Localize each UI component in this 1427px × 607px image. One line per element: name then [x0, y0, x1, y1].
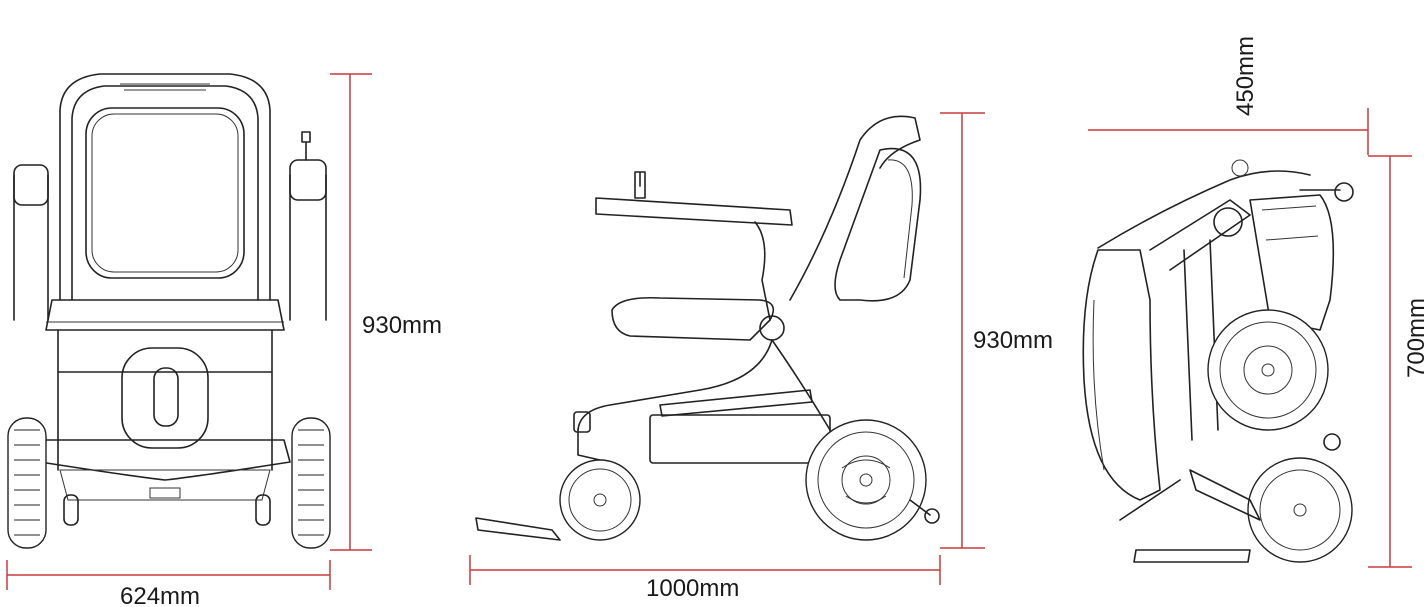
front-height-label: 930mm: [362, 312, 442, 339]
side-view-drawing: [475, 115, 940, 541]
folded-depth-label: 450mm: [1232, 36, 1259, 116]
side-height-label: 930mm: [973, 327, 1053, 354]
side-length-dimension: [469, 555, 941, 585]
side-length-label: 1000mm: [646, 575, 739, 602]
folded-height-dimension: [1368, 155, 1412, 568]
folded-height-label: 700mm: [1403, 298, 1427, 378]
front-view-drawing: [7, 73, 331, 549]
folded-view-drawing: [1082, 159, 1354, 563]
front-width-label: 624mm: [120, 583, 200, 607]
side-height-dimension: [940, 112, 985, 549]
folded-depth-dimension: [1088, 108, 1369, 155]
front-height-dimension: [330, 73, 372, 551]
front-width-dimension: [6, 560, 331, 590]
